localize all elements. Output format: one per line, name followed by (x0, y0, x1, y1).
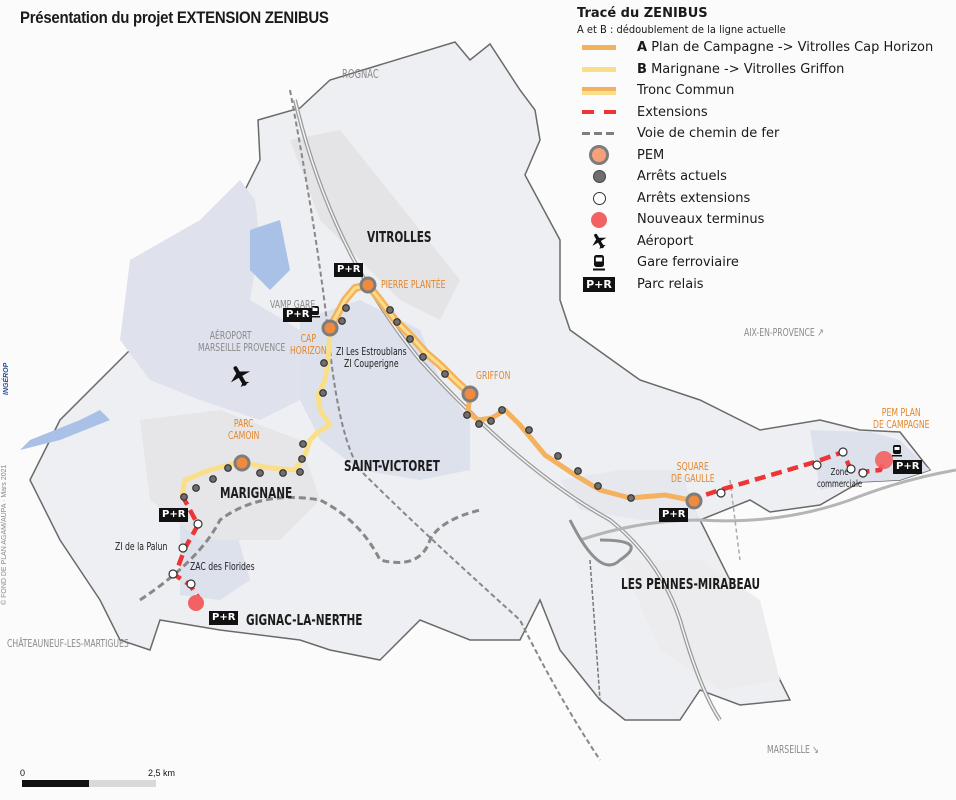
legend-item-rail: Voie de chemin de fer (575, 123, 955, 145)
line-a-swatch-icon (582, 45, 616, 51)
station-griffon: GRIFFON (476, 369, 511, 382)
stop-zone-line2: commerciale (817, 479, 863, 490)
line-b-swatch-icon (582, 66, 616, 72)
legend-item-line-b: B Marignane -> Vitrolles Griffon (575, 59, 955, 81)
park-ride-badge-gignac: P+R (209, 611, 239, 625)
place-aix-en-provence: AIX-EN-PROVENCE ↗ (744, 326, 824, 339)
commune-saint-victoret: SAINT-VICTORET (344, 457, 440, 475)
legend-item-arrets-extensions: Arrêts extensions (575, 188, 955, 210)
park-ride-badge-pierre-plantee: P+R (334, 263, 364, 277)
line-a-route-south (465, 393, 691, 503)
legend-label: Arrêts actuels (637, 169, 727, 185)
station-parc-camoin-line2: CAMOIN (228, 429, 260, 442)
terminus-icon (591, 211, 607, 228)
legend-title: Tracé du ZENIBUS (577, 6, 708, 21)
station-square-line2: DE GAULLE (671, 472, 715, 485)
stop-zi-palun: ZI de la Palun (115, 540, 168, 553)
legend-item-gare: Gare ferroviaire (575, 252, 955, 274)
place-vamp-gare: VAMP GARE (270, 298, 316, 311)
station-pierre-plantee: PIERRE PLANTÉE (381, 278, 446, 291)
legend-item-line-a: A Plan de Campagne -> Vitrolles Cap Hori… (575, 37, 955, 59)
stop-zone-line1: Zone (830, 467, 849, 478)
legend-label: Aéroport (637, 233, 694, 249)
line-b-route (179, 329, 333, 496)
stop-zi-estroublans: ZI Les Estroublans ZI Couperigne (336, 346, 407, 370)
commune-gignac-la-nerthe: GIGNAC-LA-NERTHE (246, 611, 363, 629)
legend-item-extensions: Extensions (575, 102, 955, 124)
current-stops (180, 304, 635, 502)
extension-dash-icon (582, 110, 616, 115)
legend-item-terminus: Nouveaux terminus (575, 209, 955, 231)
station-square-de-gaulle: SQUARE DE GAULLE (671, 461, 715, 485)
legend-label: Nouveaux terminus (637, 212, 765, 228)
legend-label: Gare ferroviaire (637, 255, 739, 271)
legend-item-pem: PEM (575, 145, 955, 167)
legend-label: Tronc Commun (637, 83, 735, 99)
park-ride-badge-cap-horizon: P+R (283, 308, 313, 322)
legend-key: B (637, 61, 647, 77)
terminus-gignac (188, 595, 204, 611)
extension-stops (168, 447, 868, 589)
place-marseille: MARSEILLE ↘ (767, 743, 819, 756)
stop-zone-commerciale: Zone commerciale (817, 467, 862, 491)
tronc-commun-swatch-icon (582, 86, 616, 95)
place-rognac: ROGNAC (342, 67, 379, 81)
legend-label: Plan de Campagne -> Vitrolles Cap Horizo… (651, 40, 934, 56)
current-stop-icon (592, 170, 606, 184)
legend-item-parc-relais: P+R Parc relais (575, 274, 955, 296)
station-cap-horizon-line1: CAP (300, 332, 316, 345)
legend-label: Parc relais (637, 276, 704, 292)
stop-estroublans-line2: ZI Couperigne (344, 357, 399, 370)
station-cap-horizon: CAP HORIZON (290, 333, 327, 357)
extension-stop-icon (592, 191, 606, 205)
station-parc-camoin: PARC CAMOIN (228, 418, 259, 442)
legend-label: Voie de chemin de fer (637, 126, 780, 142)
legend-label: PEM (637, 147, 665, 163)
airplane-icon (592, 234, 607, 250)
station-pem-plan-line2: DE CAMPAGNE (873, 418, 930, 431)
train-station-icon-vamp (310, 306, 320, 318)
legend: Tracé du ZENIBUS A et B : dédoublement d… (575, 6, 955, 295)
station-square-line1: SQUARE (676, 460, 709, 473)
place-chateauneuf: CHÂTEAUNEUF-LES-MARTIGUES (7, 637, 129, 650)
ingerop-logo: INGÉROP (3, 362, 10, 395)
pem-circle-icon (589, 145, 609, 166)
scale-min: 0 (20, 768, 26, 778)
legend-label: Marignane -> Vitrolles Griffon (651, 61, 845, 77)
legend-subtitle: A et B : dédoublement de la ligne actuel… (577, 23, 786, 36)
park-ride-icon: P+R (583, 276, 615, 292)
park-ride-badge-square-de-gaulle: P+R (659, 508, 689, 522)
train-icon (593, 254, 605, 271)
place-aeroport-line2: MARSEILLE PROVENCE (198, 341, 286, 354)
commune-les-pennes-mirabeau: LES PENNES-MIRABEAU (621, 575, 761, 593)
place-aeroport: AÉROPORT MARSEILLE PROVENCE (198, 330, 285, 354)
legend-item-tronc-commun: Tronc Commun (575, 80, 955, 102)
legend-label: Extensions (637, 104, 708, 120)
place-aeroport-line1: AÉROPORT (209, 329, 252, 342)
extension-east (689, 449, 888, 503)
scale-max: 2,5 km (148, 768, 176, 778)
page-title: Présentation du projet EXTENSION ZENIBUS (20, 8, 329, 27)
map-credit: © FOND DE PLAN AGAM/AUPA · Mars 2021 (1, 464, 8, 605)
train-station-icon-plan (892, 445, 902, 457)
station-pem-plan-de-campagne: PEM PLAN DE CAMPAGNE (873, 407, 929, 431)
park-ride-badge-marignane: P+R (159, 508, 189, 522)
stop-zac-florides: ZAC des Florides (190, 560, 255, 573)
railway-dash-icon (582, 132, 616, 136)
park-ride-badge-plan-de-campagne: P+R (893, 460, 923, 474)
legend-label: Arrêts extensions (637, 190, 751, 206)
scale-bar-graphic (22, 780, 156, 787)
commune-vitrolles: VITROLLES (367, 228, 432, 246)
terminus-plan-campagne (875, 451, 893, 469)
legend-key: A (637, 40, 648, 56)
station-cap-horizon-line2: HORIZON (290, 344, 327, 357)
legend-item-aeroport: Aéroport (575, 231, 955, 253)
station-pem-plan-line1: PEM PLAN (881, 406, 921, 419)
legend-item-arrets-actuels: Arrêts actuels (575, 166, 955, 188)
station-parc-camoin-line1: PARC (233, 417, 254, 430)
pem-stations (233, 276, 703, 510)
commune-marignane: MARIGNANE (220, 484, 293, 502)
stop-estroublans-line1: ZI Les Estroublans (336, 345, 407, 358)
